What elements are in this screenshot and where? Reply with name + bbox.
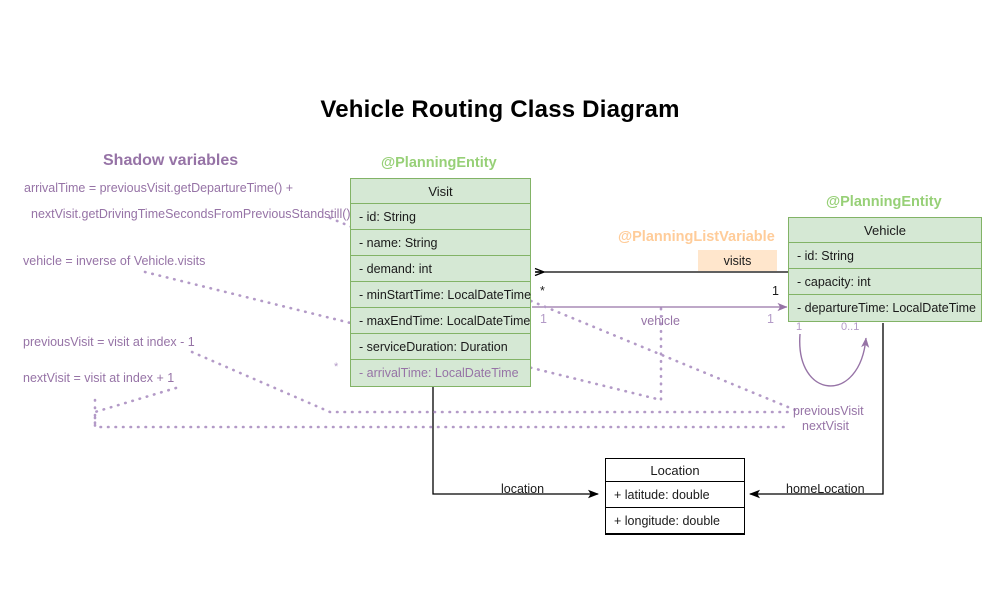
visits-stereotype: @PlanningListVariable [618,229,775,245]
shadow-variable-line-4: previousVisit = visit at index - 1 [23,335,195,349]
class-box-vehicle[interactable]: Vehicle - id: String - capacity: int - d… [788,217,982,322]
vehicle-stereotype: @PlanningEntity [826,194,942,210]
page-title: Vehicle Routing Class Diagram [320,96,680,123]
shadow-variables-title: Shadow variables [103,152,239,169]
shadow-variable-line-5: nextVisit = visit at index + 1 [23,371,175,385]
visit-stereotype: @PlanningEntity [381,155,497,171]
class-box-location[interactable]: Location + latitude: double + longitude:… [605,458,745,535]
visits-target-multiplicity: * [540,284,545,298]
association-label-home-location: homeLocation [786,482,865,496]
class-name-visit: Visit [351,179,530,204]
shadow-variable-line-1: arrivalTime = previousVisit.getDeparture… [24,181,294,195]
association-label-visits: visits [698,250,777,271]
visit-field-max-end-time: - maxEndTime: LocalDateTime [351,308,530,334]
visit-field-demand: - demand: int [351,256,530,282]
association-label-vehicle: vehicle [641,314,680,328]
vehicle-target-multiplicity: 1 [767,312,774,326]
vehicle-field-capacity: - capacity: int [789,269,981,295]
association-label-previous-visit: previousVisit [793,404,864,418]
vehicle-field-id: - id: String [789,243,981,269]
visit-field-min-start-time: - minStartTime: LocalDateTime [351,282,531,308]
location-field-latitude: + latitude: double [606,482,744,508]
shadow-variable-line-3: vehicle = inverse of Vehicle.visits [23,254,206,268]
vehicle-source-multiplicity: 1 [540,312,547,326]
association-label-next-visit: nextVisit [802,419,850,433]
class-box-visit[interactable]: Visit - id: String - name: String - dema… [350,178,531,387]
self-loop-target-multiplicity: 0..1 [841,321,860,333]
location-field-longitude: + longitude: double [606,508,744,534]
visits-source-multiplicity: 1 [772,284,779,298]
visit-field-arrival-time: - arrivalTime: LocalDateTime [359,366,519,380]
visit-field-name: - name: String [351,230,530,256]
arrival-time-marker: * [334,361,339,373]
visit-field-service-duration: - serviceDuration: Duration [351,334,530,360]
vehicle-field-departure-time: - departureTime: LocalDateTime [797,301,977,315]
class-name-vehicle: Vehicle [789,218,981,243]
self-loop-source-multiplicity: 1 [796,321,803,333]
association-label-location: location [501,482,545,496]
shadow-variable-line-2: nextVisit.getDrivingTimeSecondsFromPrevi… [31,207,351,221]
visit-field-id: - id: String [351,204,530,230]
class-name-location: Location [606,459,744,482]
